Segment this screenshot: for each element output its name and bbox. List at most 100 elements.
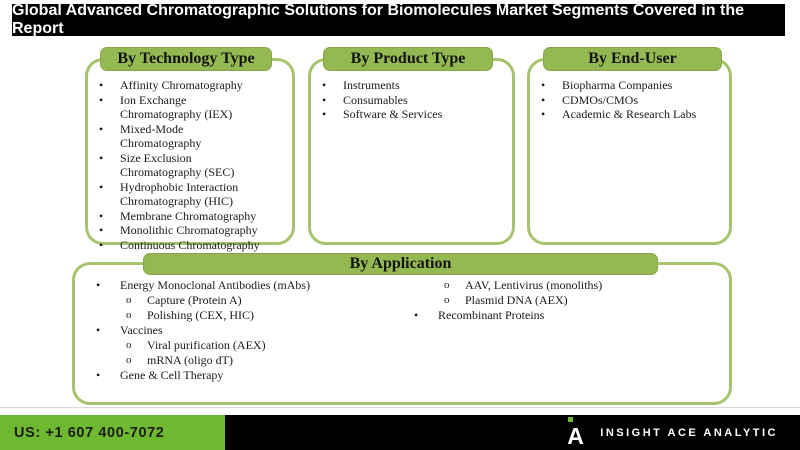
product-type-list: • Instruments • Consumables • Software & Serv… (311, 61, 512, 122)
bullet-icon: • (99, 78, 104, 92)
list-item-text: Gene & Cell Therapy (120, 368, 224, 382)
list-item: o AAV, Lentivirus (monoliths) (393, 278, 723, 293)
bullet-icon: • (541, 78, 546, 92)
segment-header-application: By Application (143, 253, 658, 275)
list-item: •Mixed-Mode Chromatography (88, 122, 292, 151)
report-title-banner: Global Advanced Chromatographic Solution… (12, 2, 785, 37)
list-item: • Consumables (311, 93, 512, 108)
list-item-text: Size Exclusion Chromatography (SEC) (120, 150, 235, 180)
bullet-icon: • (99, 150, 104, 165)
list-item: • Instruments (311, 78, 512, 93)
list-item-text: Recombinant Proteins (438, 308, 545, 322)
insight-ace-logo-icon: A (567, 416, 587, 449)
circle-bullet-icon: o (126, 294, 132, 306)
logo-dot-icon (568, 416, 574, 422)
segment-title: By Technology Type (117, 50, 255, 67)
list-item: o Viral purification (AEX) (75, 338, 393, 353)
list-item-text: Ion Exchange Chromatography (IEX) (120, 92, 233, 122)
list-item-text: Affinity Chromatography (120, 78, 243, 92)
bullet-icon: • (99, 92, 104, 107)
list-item-text: Software & Services (343, 107, 443, 121)
circle-bullet-icon: o (126, 339, 132, 351)
list-item: • Gene & Cell Therapy (75, 368, 393, 383)
list-item-text: Hydrophobic Interaction Chromatography (… (120, 179, 239, 209)
list-item-text: Viral purification (AEX) (147, 338, 266, 352)
circle-bullet-icon: o (126, 354, 132, 366)
segment-box-technology-type: • Affinity Chromatography • Ion Exchange Ch… (85, 58, 295, 252)
list-item-text: mRNA (oligo dT) (147, 353, 233, 367)
list-item: • Membrane Chromatography (88, 209, 292, 224)
segment-title: By Application (349, 255, 452, 272)
brand-name: INSIGHT ACE ANALYTIC (600, 426, 778, 439)
list-item: • Continuous Chromatography (88, 238, 292, 253)
list-item: • Biopharma Companies (530, 78, 729, 93)
bullet-icon: • (414, 308, 419, 322)
list-item: o mRNA (oligo dT) (75, 353, 393, 368)
bullet-icon: • (96, 323, 101, 337)
list-item-text: Mixed-Mode Chromatography (120, 121, 202, 151)
circle-bullet-icon: o (126, 309, 132, 321)
list-item-text: Instruments (343, 78, 400, 92)
segment-box-product-type: • Instruments • Consumables • Software & Serv… (308, 58, 515, 245)
bullet-icon: • (322, 78, 327, 92)
segment-title: By End-User (588, 50, 677, 67)
bullet-icon: • (96, 368, 101, 382)
list-item: • Monolithic Chromatography (88, 223, 292, 238)
list-item: • Software & Services (311, 107, 512, 122)
list-item-text: Energy Monoclonal Antibodies (mAbs) (120, 278, 311, 292)
segment-header-end-user: By End-User (543, 47, 722, 71)
bullet-icon: • (541, 107, 546, 121)
bullet-icon: • (541, 92, 546, 107)
brand-area: A INSIGHT ACE ANALYTIC (567, 415, 778, 450)
footer-divider (0, 407, 800, 408)
application-list-left: • Energy Monoclonal Antibodies (mAbs) o Cap… (75, 278, 393, 383)
segment-title: By Product Type (350, 50, 466, 67)
bullet-icon: • (322, 92, 327, 107)
list-item-text: Biopharma Companies (562, 78, 673, 92)
technology-type-list: • Affinity Chromatography • Ion Exchange Ch… (88, 61, 292, 252)
list-item: • Recombinant Proteins (393, 308, 723, 323)
list-item: • Ion Exchange Chromatography (IEX) (88, 93, 292, 122)
list-item-text: Capture (Protein A) (147, 293, 242, 307)
bullet-icon: • (99, 179, 104, 194)
list-item: o Plasmid DNA (AEX) (393, 293, 723, 308)
list-item-text: CDMOs/CMOs (562, 92, 639, 107)
list-item-text: Academic & Research Labs (562, 107, 697, 121)
list-item-text: Monolithic Chromatography (120, 223, 258, 237)
segment-box-end-user: • Biopharma Companies • CDMOs/CMOs • Academic… (527, 58, 732, 245)
end-user-list: • Biopharma Companies • CDMOs/CMOs • Academic… (530, 61, 729, 122)
segment-header-technology-type: By Technology Type (100, 47, 272, 71)
report-title: Global Advanced Chromatographic Solution… (12, 2, 744, 37)
list-item: • CDMOs/CMOs (530, 93, 729, 108)
list-item-text: AAV, Lentivirus (monoliths) (465, 278, 603, 292)
list-item: • Vaccines (75, 323, 393, 338)
list-item: • Affinity Chromatography (88, 78, 292, 93)
list-item-text: Consumables (343, 92, 408, 107)
footer-phone-panel: US: +1 607 400-7072 (0, 415, 225, 450)
list-item: o Capture (Protein A) (75, 293, 393, 308)
segment-header-product-type: By Product Type (323, 47, 493, 71)
bullet-icon: • (322, 107, 327, 121)
list-item-text: Plasmid DNA (AEX) (465, 293, 568, 307)
bullet-icon: • (99, 223, 104, 237)
list-item: • Hydrophobic Interaction Chromatography … (88, 180, 292, 209)
list-item: • Academic & Research Labs (530, 107, 729, 122)
logo-letter: A (567, 422, 584, 449)
phone-number: US: +1 607 400-7072 (14, 424, 165, 441)
list-item-text: Vaccines (120, 323, 163, 337)
circle-bullet-icon: o (444, 294, 450, 306)
list-item: • Size Exclusion Chromatography (SEC) (88, 151, 292, 180)
bullet-icon: • (99, 237, 104, 252)
bullet-icon: • (99, 208, 104, 223)
footer-bar: US: +1 607 400-7072 A INSIGHT ACE ANALYT… (0, 415, 800, 450)
list-item-text: Membrane Chromatography (120, 208, 257, 223)
list-item: • Energy Monoclonal Antibodies (mAbs) (75, 278, 393, 293)
list-item: o Polishing (CEX, HIC) (75, 308, 393, 323)
list-item-text: Polishing (CEX, HIC) (147, 308, 255, 322)
bullet-icon: • (96, 278, 101, 292)
circle-bullet-icon: o (444, 279, 450, 291)
list-item-text: Continuous Chromatography (120, 237, 260, 252)
